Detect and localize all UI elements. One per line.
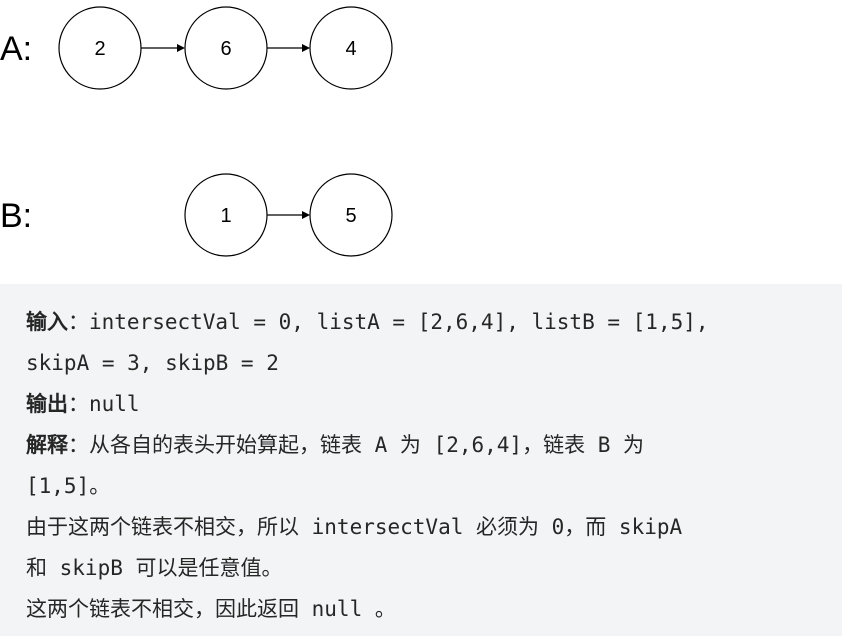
output-label: 输出	[26, 392, 68, 416]
list-a-node-2-value: 6	[220, 38, 231, 60]
output-colon: ：	[68, 392, 89, 416]
input-line-2: skipA = 3, skipB = 2	[26, 343, 822, 384]
linked-list-diagram: A: 2 6 4 B: 1	[0, 6, 393, 257]
explain-text-1: 从各自的表头开始算起，链表 A 为 [2,6,4]，链表 B 为	[89, 433, 645, 457]
list-a-edge-2	[267, 44, 310, 52]
input-value-part-2: skipA = 3, skipB = 2	[26, 351, 279, 375]
output-line: 输出：null	[26, 384, 822, 425]
input-line-1: 输入：intersectVal = 0, listA = [2,6,4], li…	[26, 302, 822, 343]
list-b-node-1: 1	[184, 173, 268, 257]
explain-line-2: [1,5]。	[26, 466, 822, 507]
list-a-node-1-value: 2	[94, 38, 105, 60]
list-a: A: 2 6 4	[0, 6, 393, 90]
explain-line-1: 解释：从各自的表头开始算起，链表 A 为 [2,6,4]，链表 B 为	[26, 425, 822, 466]
list-b: B: 1 5	[0, 173, 393, 257]
input-label: 输入	[26, 310, 68, 334]
explain-line-5: 这两个链表不相交，因此返回 null 。	[26, 589, 822, 630]
list-a-edge-1	[141, 44, 185, 52]
list-a-node-1: 2	[58, 6, 142, 90]
explain-label: 解释	[26, 433, 68, 457]
output-value: null	[89, 392, 140, 416]
input-value-part-1: intersectVal = 0, listA = [2,6,4], listB…	[89, 310, 709, 334]
list-b-node-1-value: 1	[220, 205, 231, 227]
example-explanation-block: 输入：intersectVal = 0, listA = [2,6,4], li…	[0, 284, 842, 636]
explain-colon: ：	[68, 433, 89, 457]
list-a-node-3: 4	[309, 6, 393, 90]
explain-text-2: [1,5]。	[26, 474, 111, 498]
input-colon: ：	[68, 310, 89, 334]
explain-text-3: 由于这两个链表不相交，所以 intersectVal 必须为 0，而 skipA	[26, 515, 683, 539]
list-b-node-2: 5	[309, 173, 393, 257]
list-a-node-3-value: 4	[345, 38, 356, 60]
explain-text-5: 这两个链表不相交，因此返回 null 。	[26, 597, 396, 621]
list-b-edge-1	[267, 211, 310, 219]
explain-text-4: 和 skipB 可以是任意值。	[26, 556, 283, 580]
explain-line-4: 和 skipB 可以是任意值。	[26, 548, 822, 589]
list-a-label: A:	[0, 30, 32, 68]
list-a-node-2: 6	[184, 6, 268, 90]
list-b-node-2-value: 5	[345, 205, 356, 227]
explain-line-3: 由于这两个链表不相交，所以 intersectVal 必须为 0，而 skipA	[26, 507, 822, 548]
list-b-label: B:	[0, 197, 32, 235]
